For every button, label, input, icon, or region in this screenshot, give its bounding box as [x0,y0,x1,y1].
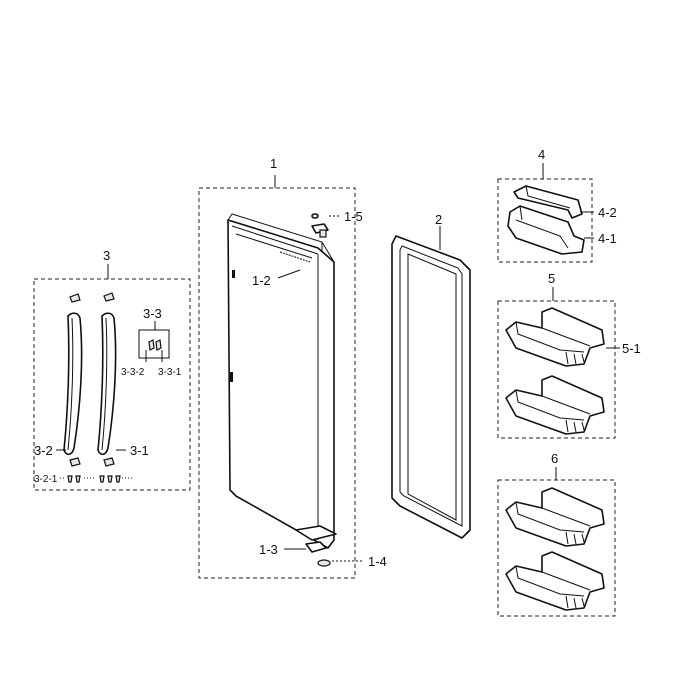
bin-6-upper-part [505,487,605,547]
label-3-1: 3-1 [130,443,149,458]
screws-part [67,475,134,483]
handle-assembly-group: 3 3-2 3-1 3-2-1 3-3 [33,248,191,491]
label-3-3-2: 3-3-2 [121,367,145,378]
label-1-2: 1-2 [252,273,271,288]
bin-5-boundary [497,300,616,439]
label-3: 3 [103,248,110,263]
door-assembly-group: 1 1-5 1-2 1-3 [198,156,387,579]
door-panel [227,213,335,549]
label-1: 1 [270,156,277,171]
hinge-cap-part [311,213,329,238]
handle-assembly-boundary [33,278,191,491]
label-2: 2 [435,212,442,227]
label-5: 5 [548,271,555,286]
door-assembly-boundary [198,187,356,579]
bin-5-upper-part [505,307,605,367]
bin-5-lower-part [505,375,605,435]
handle-cap-bottom-right [103,457,115,467]
handle-cap-top-left [69,293,81,303]
label-6: 6 [551,451,558,466]
label-4: 4 [538,147,545,162]
washer-part [317,559,331,567]
label-3-3-1: 3-3-1 [158,367,182,378]
bin-4-group: 4 4-2 4-1 [497,147,617,263]
label-4-2: 4-2 [598,205,617,220]
bin-4-boundary [497,178,593,263]
bin-4-part [507,205,585,255]
label-3-3: 3-3 [143,306,162,321]
label-1-4: 1-4 [368,554,387,569]
gasket-group: 2 [391,212,471,539]
door-gasket-part [391,235,471,539]
handle-cap-bottom-left [69,457,81,467]
handle-cap-top-right [103,292,115,302]
label-3-2-1: 3-2-1 [34,474,58,485]
label-4-1: 4-1 [598,231,617,246]
bin-6-lower-part [505,551,605,611]
label-1-3: 1-3 [259,542,278,557]
bin-5-group: 5 5-1 [497,271,641,439]
handle-bracket-box [138,329,170,359]
label-5-1: 5-1 [622,341,641,356]
label-3-2: 3-2 [34,443,53,458]
bottom-hinge-part [295,525,337,553]
label-1-5: 1-5 [344,209,363,224]
bin-6-group: 6 [497,451,616,617]
